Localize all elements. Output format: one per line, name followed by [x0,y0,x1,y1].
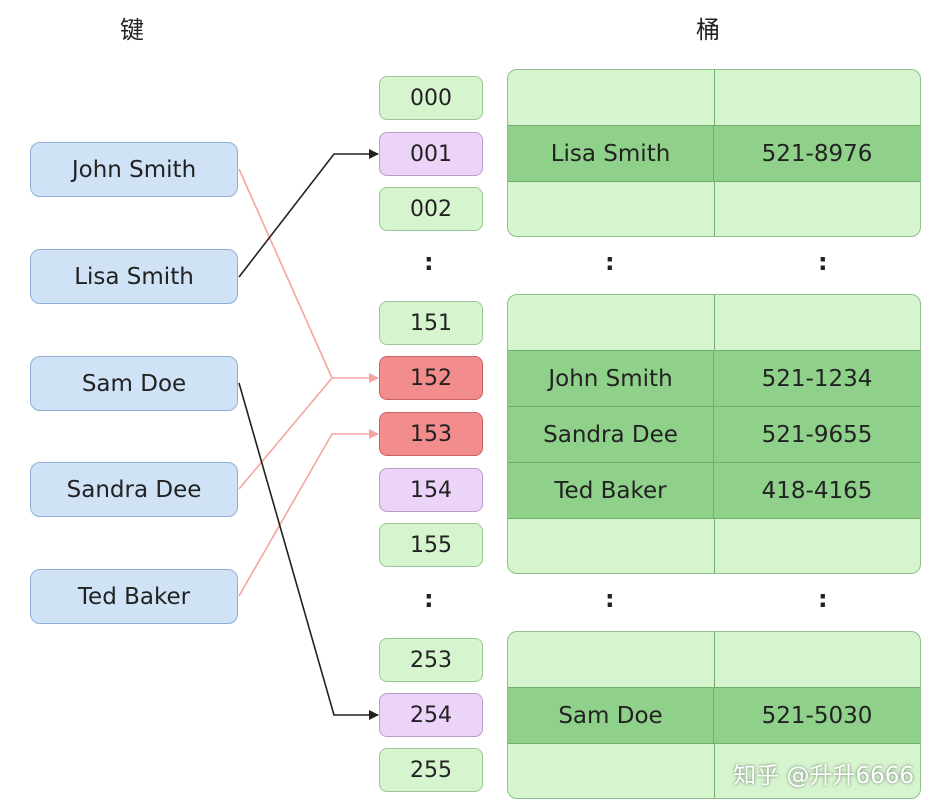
key-sam-doe: Sam Doe [30,356,238,411]
key-john-smith: John Smith [30,142,238,197]
entry-row-lisa: Lisa Smith 521-8976 [508,125,920,182]
entry-row-john: John Smith 521-1234 [508,350,920,407]
bucket-254: 254 [379,693,483,737]
entry-phone-cell: 521-9655 [761,421,873,448]
entry-phone-cell: 521-1234 [761,365,873,392]
bucket-155: 155 [379,523,483,567]
entry-row-sandra: Sandra Dee 521-9655 [508,406,920,463]
keys-header: 键 [120,16,144,44]
entry-ellipsis-phone-2: : [818,585,828,613]
bucket-153: 153 [379,412,483,456]
bucket-151: 151 [379,301,483,345]
entry-group-1: Lisa Smith 521-8976 [507,69,921,237]
entry-row-sam: Sam Doe 521-5030 [508,687,920,744]
entry-row-ted: Ted Baker 418-4165 [508,462,920,519]
entry-ellipsis-name-2: : [605,585,615,613]
bucket-253: 253 [379,638,483,682]
bucket-152: 152 [379,356,483,400]
watermark: 知乎 @升升6666 [733,763,914,789]
entry-name-cell: Ted Baker [508,463,714,518]
entry-group-2: John Smith 521-1234 Sandra Dee 521-9655 … [507,294,921,574]
arrow-sam-to-254 [238,382,379,720]
entry-ellipsis-phone-1: : [818,248,828,276]
key-sandra-dee: Sandra Dee [30,462,238,517]
key-ted-baker: Ted Baker [30,569,238,624]
entry-name-cell: Lisa Smith [508,126,714,181]
bucket-255: 255 [379,748,483,792]
bucket-000: 000 [379,76,483,120]
entry-phone-cell: 521-8976 [761,140,873,167]
arrow-ted-to-153 [238,429,379,597]
bucket-001: 001 [379,132,483,176]
entry-phone-cell: 418-4165 [761,477,873,504]
entry-name-cell: Sandra Dee [508,407,714,462]
arrow-sandra-to-152 [238,377,333,490]
entry-name-cell: John Smith [508,351,714,406]
bucket-ellipsis-1: : [424,248,434,276]
bucket-002: 002 [379,187,483,231]
bucket-ellipsis-2: : [424,585,434,613]
buckets-header: 桶 [696,16,720,44]
arrow-john-to-152 [238,168,379,383]
entry-group-3: Sam Doe 521-5030 [507,631,921,799]
entry-name-cell: Sam Doe [508,688,714,743]
entry-ellipsis-name-1: : [605,248,615,276]
bucket-154: 154 [379,468,483,512]
key-lisa-smith: Lisa Smith [30,249,238,304]
arrow-lisa-to-001 [238,149,379,278]
entry-phone-cell: 521-5030 [761,702,873,729]
